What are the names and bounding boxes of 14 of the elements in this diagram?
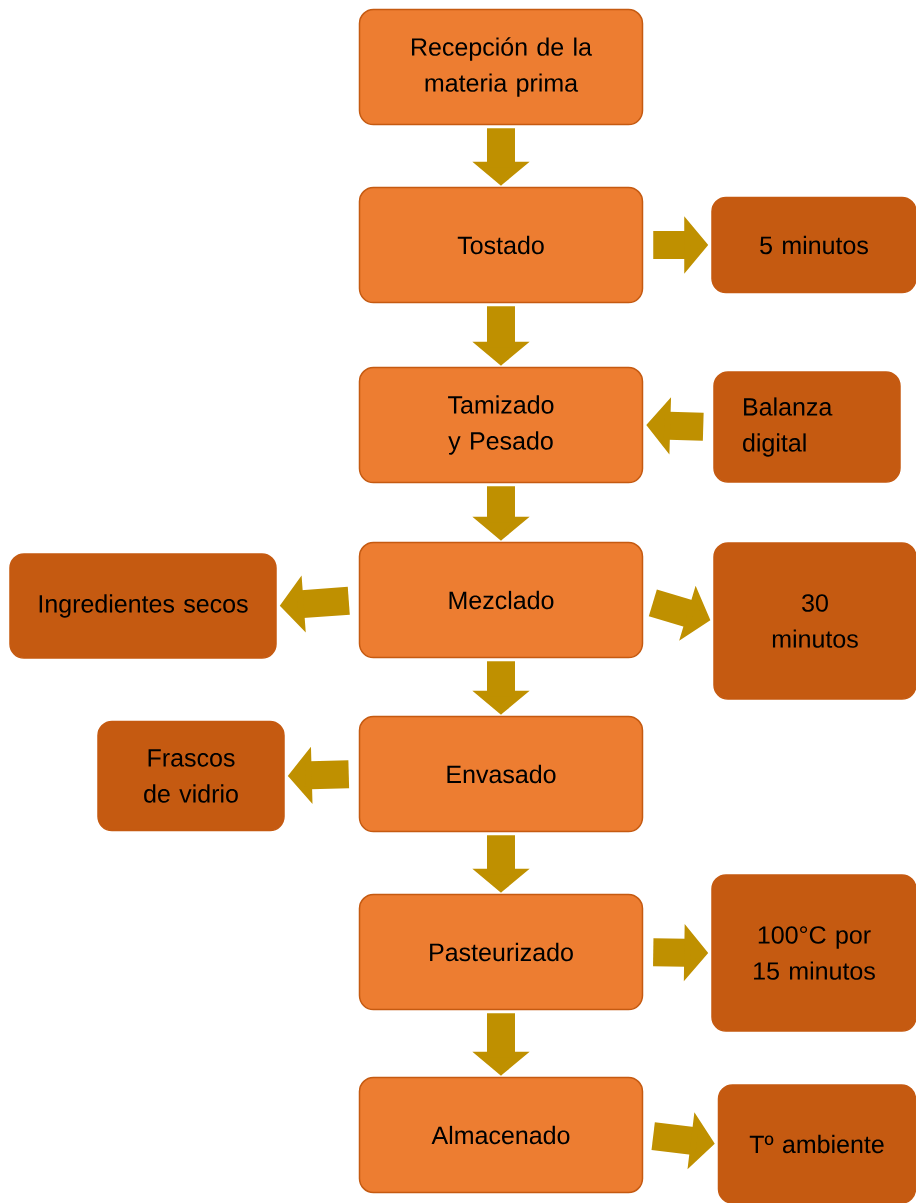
process-box: Recepción de la materia prima <box>358 8 644 126</box>
process-box: Tº ambiente <box>717 1084 916 1203</box>
process-box: Tostado <box>358 186 644 304</box>
process-box: Balanza digital <box>713 371 901 483</box>
process-box: Envasado <box>358 715 644 833</box>
process-box: Almacenado <box>358 1076 644 1194</box>
process-box: 5 minutos <box>711 196 916 294</box>
process-box: Ingredientes secos <box>9 553 277 659</box>
process-box: Mezclado <box>358 541 644 659</box>
process-box: Pasteurizado <box>358 893 644 1011</box>
process-box: Tamizado y Pesado <box>358 366 644 484</box>
process-box: 100°C por 15 minutos <box>711 874 916 1032</box>
process-box: Frascos de vidrio <box>97 720 285 832</box>
process-box: 30 minutos <box>713 542 916 700</box>
